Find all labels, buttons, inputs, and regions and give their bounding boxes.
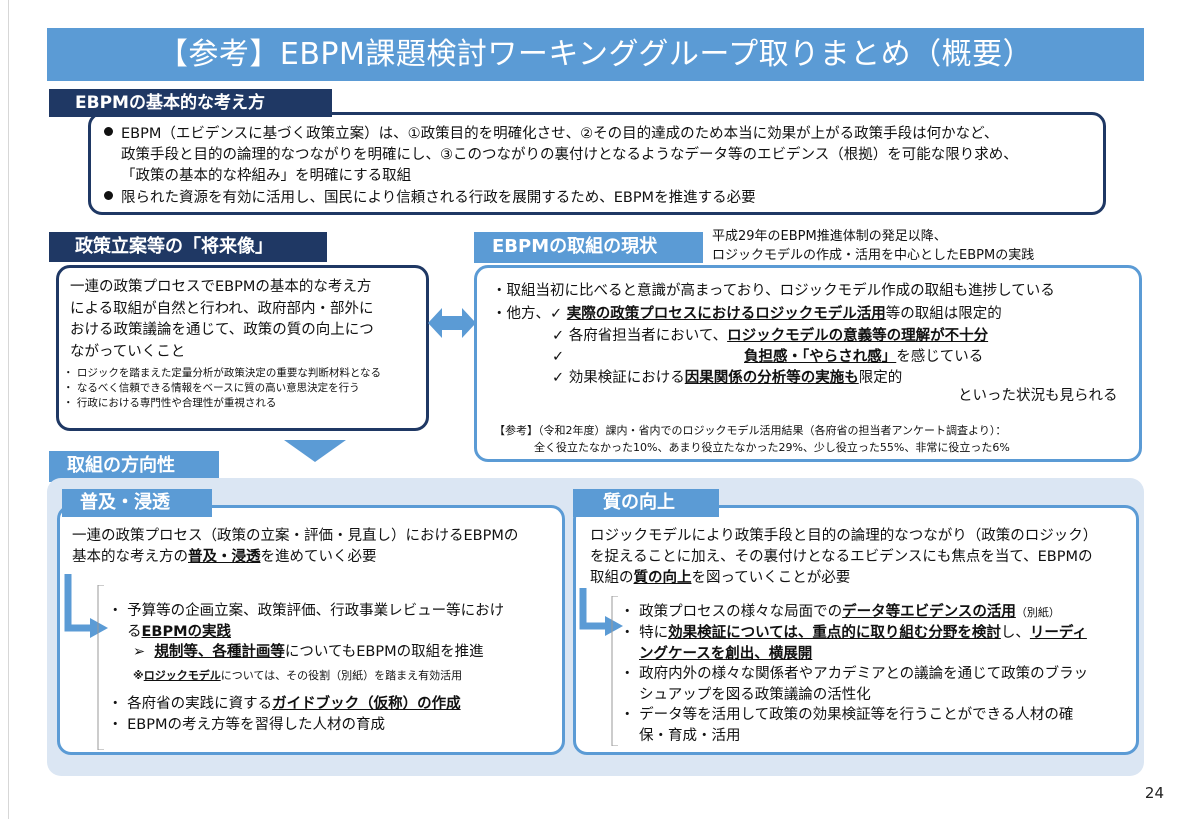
spread-label: 普及・浸透 (62, 489, 212, 517)
page-number: 24 (1144, 784, 1164, 802)
arrow-bullet-icon: ➢ (133, 644, 146, 660)
current-check3: ✓ (552, 347, 564, 368)
basic-label: EBPMの基本的な考え方 (49, 89, 332, 117)
future-label: 政策立案等の「将来像」 (49, 232, 327, 262)
down-arrow-icon (284, 440, 346, 462)
quality-intro: ロジックモデルにより政策手段と目的の論理的なつながり（政策のロジック） を捉える… (590, 528, 1098, 586)
quality-item4: ・ データ等を活用して政策の効果検証等を行うことができる人材の確 保・育成・活用 (620, 707, 1074, 744)
quality-item1: ・ 政策プロセスの様々な局面でのデータ等エビデンスの活用（別紙） (620, 604, 1060, 620)
basic-box (88, 112, 1106, 215)
double-arrow-icon (428, 308, 476, 338)
future-main-text: 一連の政策プロセスでEBPMの基本的な考え方 による取組が自然と行われ、政府部内… (70, 279, 374, 360)
current-check4: ✓ 効果検証における因果関係の分析等の実施も限定的 (552, 370, 903, 386)
current-check2: ✓ 各府省担当者において、ロジックモデルの意義等の理解が不十分 (552, 328, 989, 344)
bracket-line (97, 585, 104, 750)
current-ref: 【参考】（令和2年度）課内・省内でのロジックモデル活用結果（各府省の担当者アンケ… (494, 424, 1010, 454)
bullet-dot-icon (104, 191, 113, 200)
check-icon: ✓ (552, 349, 565, 365)
spread-item3: ・ EBPMの考え方等を習得した人材の育成 (108, 717, 385, 733)
spread-note: ※ロジックモデルについては、その役割（別紙）を踏まえ有効活用 (133, 669, 463, 682)
spread-item2: ・ 各府省の実践に資するガイドブック（仮称）の作成 (108, 696, 461, 712)
spread-sub: ➢ 規制等、各種計画等についてもEBPMの取組を推進 (133, 644, 484, 660)
quality-item2: ・ 特に効果検証については、重点的に取り組む分野を検討し、リーディ ングケースを… (620, 625, 1087, 662)
direction-label: 取組の方向性 (49, 451, 219, 482)
future-points: ・ ロジックを踏まえた定量分析が政策決定の重要な判断材料となる ・ なるべく信頼… (63, 367, 382, 409)
current-box (474, 265, 1142, 462)
spread-box (57, 505, 565, 755)
page-edge-line (8, 0, 9, 819)
bracket-line (611, 596, 618, 746)
bullet-dot-icon (104, 127, 113, 136)
basic-bullet1: EBPM（エビデンスに基づく政策立案）は、①政策目的を明確化させ、②その目的達成… (104, 124, 1018, 187)
page-title: 【参考】EBPM課題検討ワーキンググループ取りまとめ（概要） (47, 28, 1144, 81)
spread-item1: ・ 予算等の企画立案、政策評価、行政事業レビュー等におけ るEBPMの実践 (108, 603, 505, 640)
quality-item3: ・ 政府内外の様々な関係者やアカデミアとの議論を通じて政策のブラッ シュアップを… (620, 666, 1089, 703)
current-note: 平成29年のEBPM推進体制の発足以降、 ロジックモデルの作成・活用を中心とした… (712, 229, 1035, 263)
current-tail: といった状況も見られる (958, 388, 1118, 404)
quality-label: 質の向上 (573, 489, 719, 517)
check-icon: ✓ (552, 370, 565, 386)
elbow-arrow-icon (64, 574, 108, 638)
check-icon: ✓ (552, 328, 565, 344)
check-icon: ✓ (550, 306, 563, 322)
current-label: EBPMの取組の現状 (474, 232, 703, 263)
elbow-arrow-icon (579, 588, 623, 636)
current-check1: ・他方、✓ 実際の政策プロセスにおけるロジックモデル活用等の取組は限定的 (492, 306, 1002, 322)
current-line1: ・取組当初に比べると意識が高まっており、ロジックモデル作成の取組も進捗している (492, 283, 1055, 299)
spread-intro: 一連の政策プロセス（政策の立案・評価・見直し）におけるEBPMの 基本的な考え方… (72, 528, 519, 565)
current-check3-text: 負担感・「やらされ感」を感じている (744, 349, 984, 365)
basic-bullet2: 限られた資源を有効に活用し、国民により信頼される行政を展開するため、EBPMを推… (104, 188, 756, 209)
future-box (56, 265, 429, 431)
quality-box (573, 505, 1139, 755)
